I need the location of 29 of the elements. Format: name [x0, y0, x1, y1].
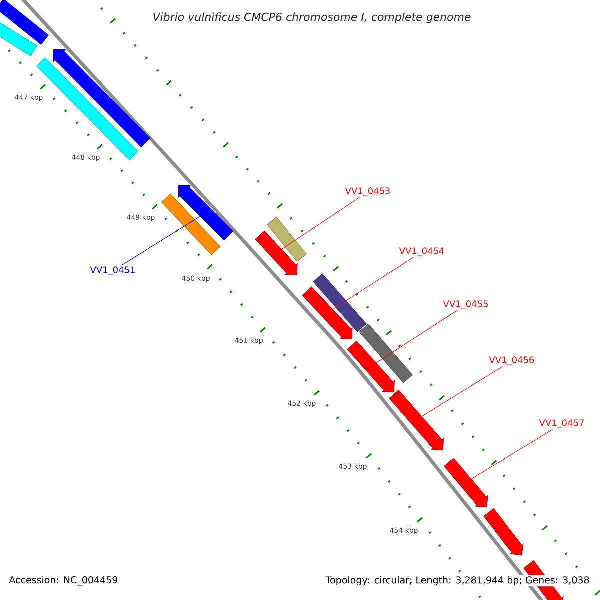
gene-feature — [347, 340, 395, 393]
gene-feature — [389, 390, 444, 451]
gene-label: VV1_0455 — [443, 300, 488, 310]
leader-line — [122, 216, 201, 266]
gene-feature — [54, 50, 150, 148]
leader-line — [332, 257, 414, 310]
gene-feature — [161, 194, 221, 256]
gene-feature — [313, 274, 367, 332]
gene-label: VV1_0456 — [489, 356, 534, 366]
gene-label: VV1_0453 — [345, 188, 390, 196]
gene-label: VV1_0457 — [539, 420, 584, 428]
leader-line — [282, 197, 360, 250]
gene-feature — [359, 324, 413, 384]
title: Vibrio vulnificus CMCP6 chromosome I, complete genome — [154, 12, 471, 24]
summary-text: Topology: circular; Length: 3,281,944 bp; Genes: 3,038 — [324, 575, 591, 587]
gene-feature — [484, 508, 524, 556]
leader-line — [422, 366, 504, 417]
gene-feature — [0, 20, 38, 56]
gene-feature — [255, 230, 298, 276]
gene-feature — [0, 0, 49, 45]
accession-text: Accession: NC_004459 — [9, 576, 118, 586]
gene-feature — [267, 216, 307, 262]
gene-label: VV1_0451 — [90, 266, 135, 276]
leader-line — [471, 429, 554, 480]
leader-line — [376, 310, 458, 364]
gene-feature — [178, 186, 234, 240]
gene-feature — [302, 286, 353, 340]
gene-feature — [444, 458, 488, 508]
gene-label: VV1_0454 — [399, 248, 444, 256]
